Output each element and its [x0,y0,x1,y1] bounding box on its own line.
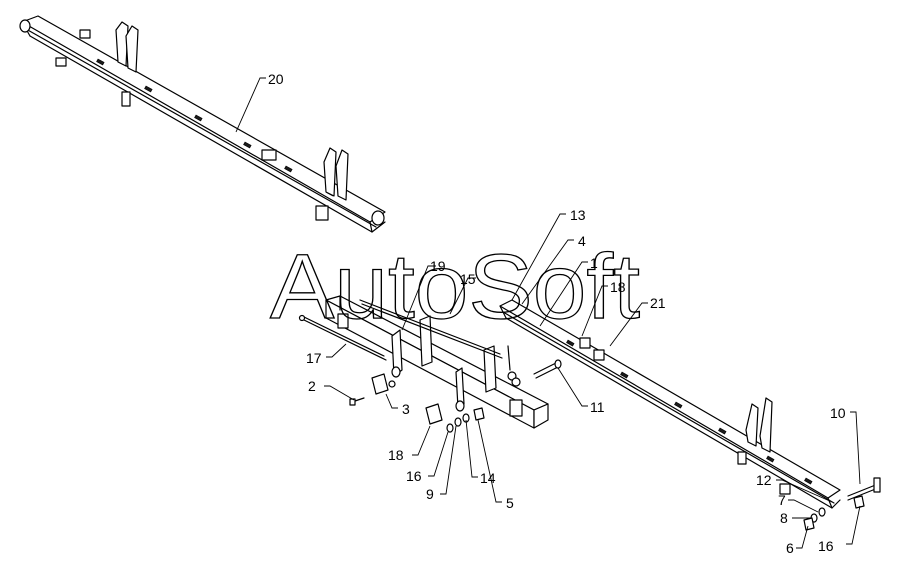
callout-12: 12 [756,472,772,488]
watermark-text: AutoSoft [270,236,640,338]
callout-8: 8 [780,510,788,526]
small-parts [349,345,881,531]
callout-15: 15 [460,271,476,287]
callout-numbers: 20 19 15 13 4 1 18 21 17 2 3 18 16 9 14 … [268,71,846,556]
upper-beam-left-bracket [55,21,139,107]
rod-17 [298,314,387,361]
callout-3: 3 [402,401,410,417]
callout-19: 19 [430,258,446,274]
lower-right-beam [499,299,841,509]
callout-13: 13 [570,207,586,223]
callout-9: 9 [426,486,434,502]
callout-1: 1 [590,255,598,271]
callout-17: 17 [306,350,322,366]
upper-beam [19,15,386,233]
lower-beam-bracket [579,337,791,495]
callout-6: 6 [786,540,794,556]
leader-lines [235,77,861,549]
callout-20: 20 [268,71,284,87]
callout-21: 21 [650,295,666,311]
callout-7: 7 [778,492,786,508]
callout-16-right: 16 [818,538,834,554]
callout-4: 4 [578,233,586,249]
callout-2: 2 [308,378,316,394]
lower-beam-slots [566,339,813,485]
callout-16-left: 16 [406,468,422,484]
callout-18: 18 [388,447,404,463]
callout-10: 10 [830,405,846,421]
callout-14: 14 [480,470,496,486]
upper-beam-right-bracket [261,147,349,221]
callout-5: 5 [506,495,514,511]
center-hitch-frame [325,295,549,429]
callout-11: 11 [590,399,605,415]
callout-18-top: 18 [610,279,626,295]
